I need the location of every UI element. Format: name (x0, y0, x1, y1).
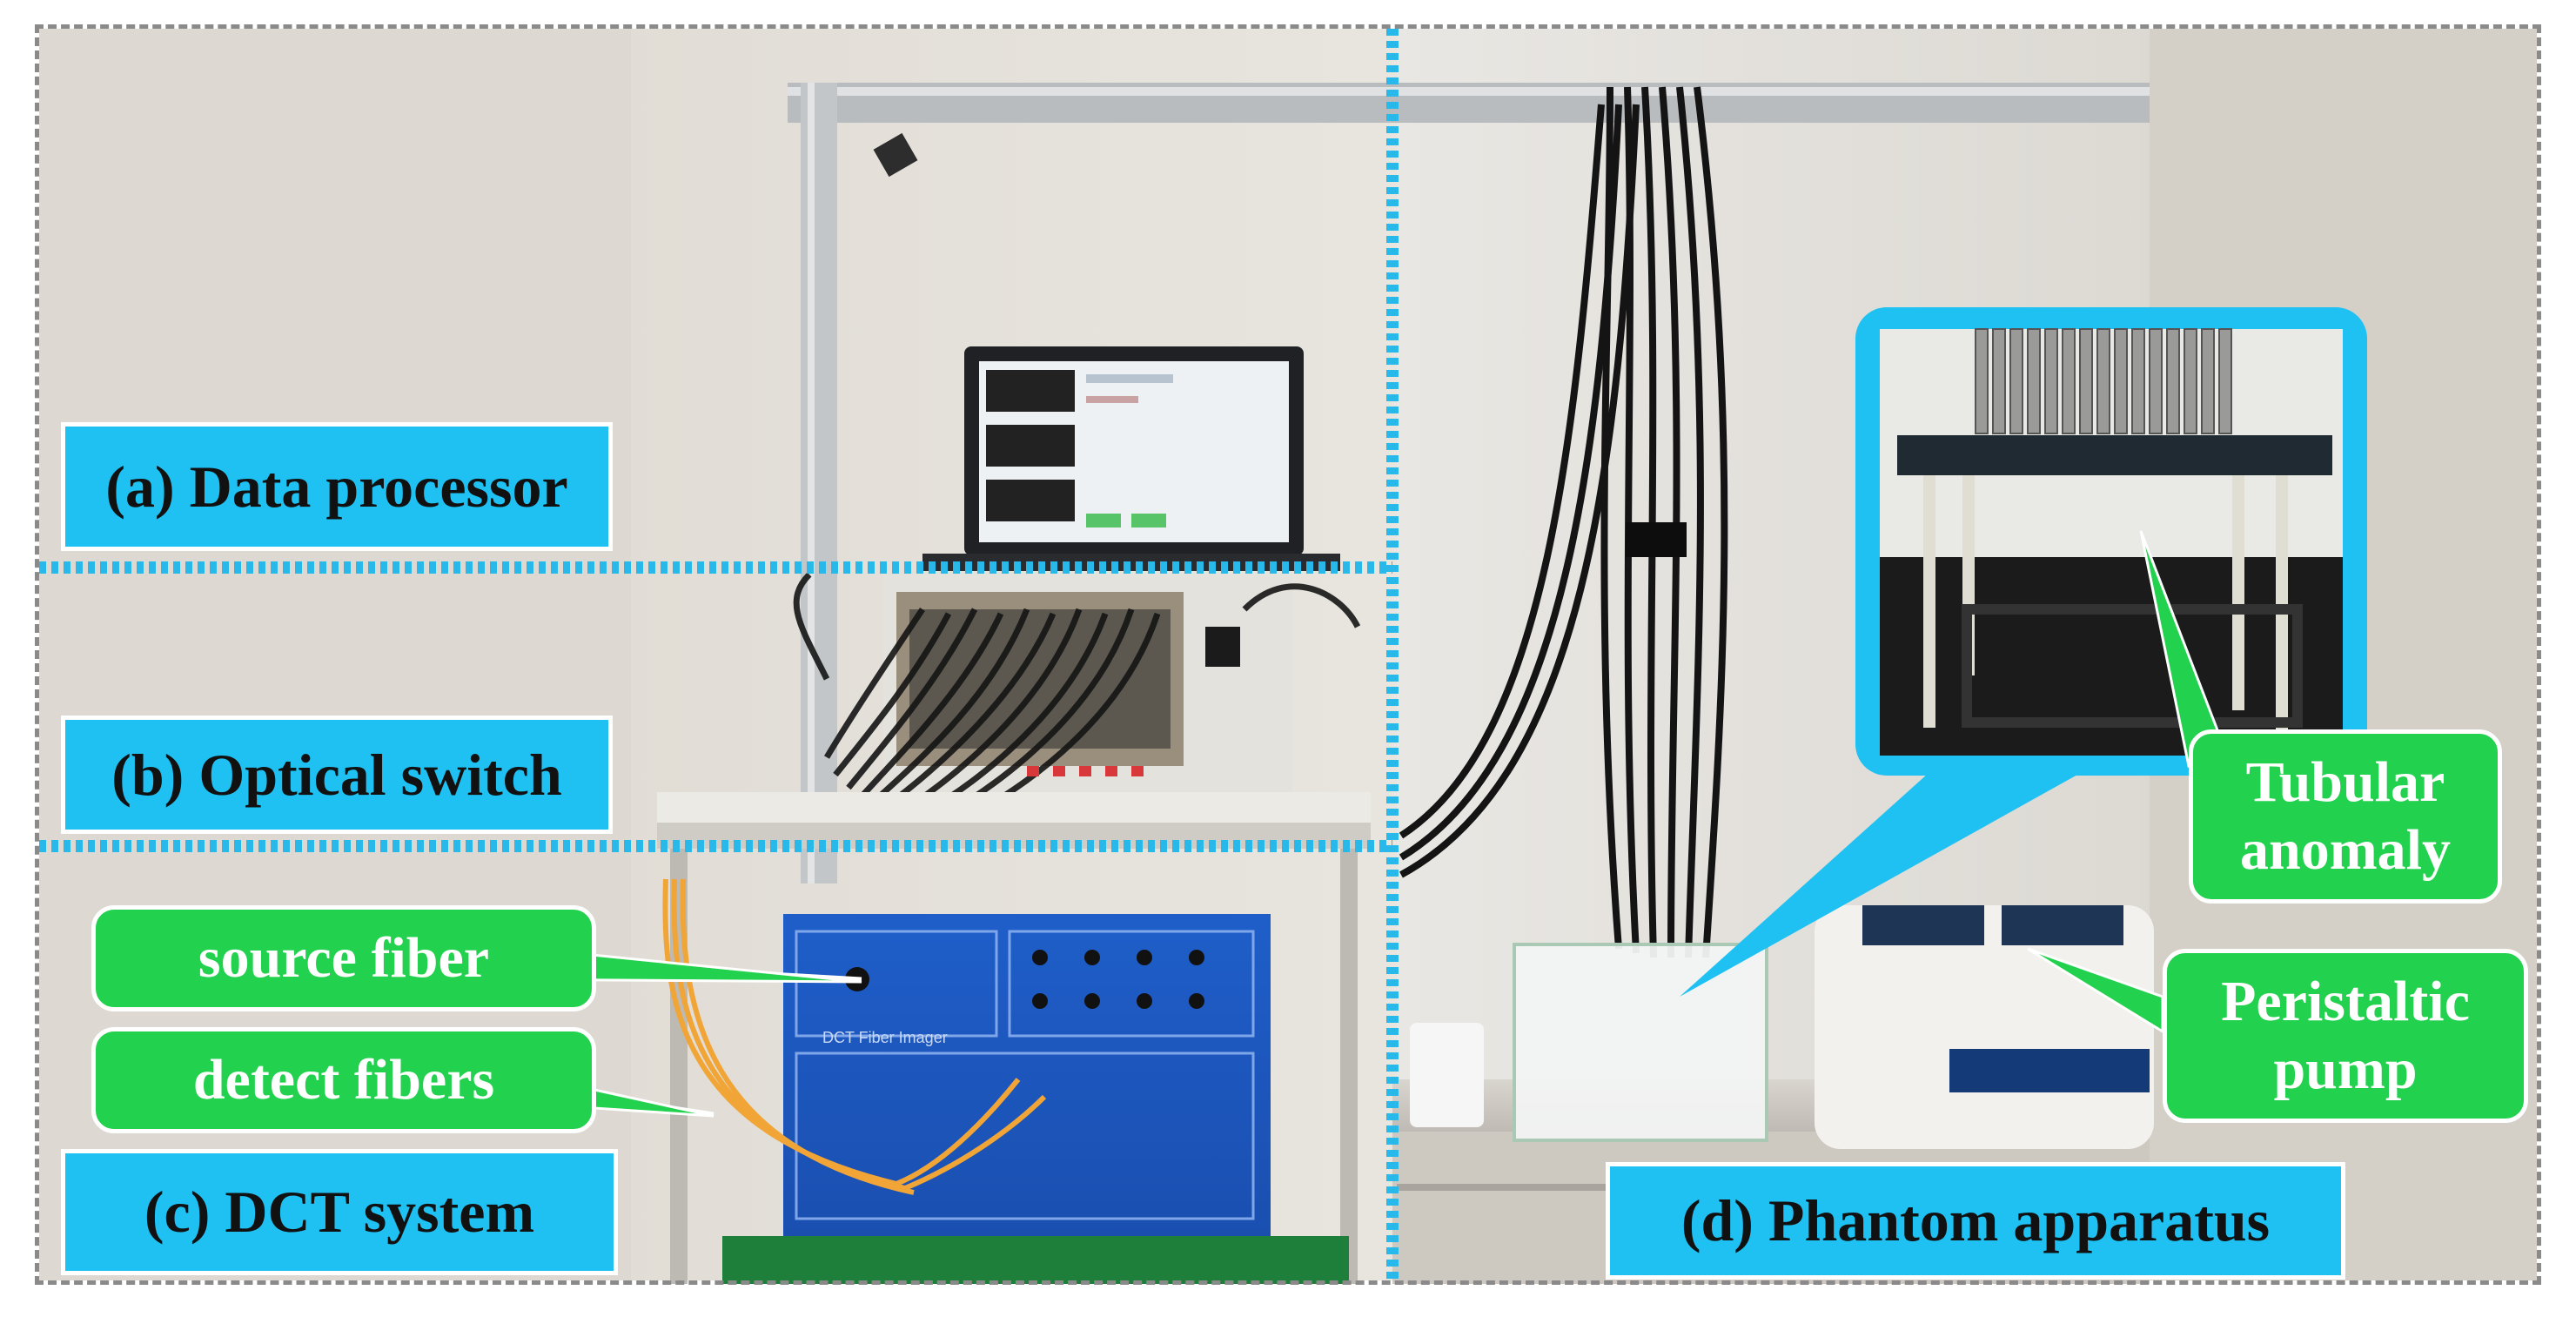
label-data-processor-text: (a) Data processor (105, 453, 568, 520)
dct-system-box (783, 914, 1271, 1236)
callout-tubular-anomaly: Tubular anomaly (2189, 729, 2502, 904)
callout-source-fiber-text: source fiber (198, 926, 490, 991)
label-optical-switch-text: (b) Optical switch (111, 741, 562, 808)
label-phantom-apparatus: (d) Phantom apparatus (1606, 1162, 2345, 1280)
dct-panel-text: DCT Fiber Imager (822, 1029, 948, 1046)
label-optical-switch: (b) Optical switch (61, 716, 613, 834)
callout-detect-fibers: detect fibers (91, 1027, 596, 1133)
beaker (1410, 1023, 1484, 1127)
callout-peristaltic-pump: Peristaltic pump (2163, 949, 2528, 1123)
label-dct-system: (c) DCT system (61, 1149, 618, 1275)
detect-fiber-bundle (662, 878, 1047, 1195)
label-phantom-apparatus-text: (d) Phantom apparatus (1680, 1187, 2271, 1253)
figure-border (35, 24, 2541, 1285)
section-dividers (39, 29, 1399, 1280)
callout-tubular-anomaly-line1: Tubular (2245, 750, 2445, 815)
callout-peristaltic-pump-line1: Peristaltic (2221, 970, 2470, 1034)
inset-pointer (1680, 766, 2093, 997)
callout-tubular-anomaly-line2: anomaly (2239, 818, 2452, 882)
callout-detect-fibers-text: detect fibers (192, 1048, 495, 1112)
callout-source-fiber: source fiber (91, 905, 596, 1011)
label-data-processor: (a) Data processor (61, 422, 613, 551)
phantom-tank (1514, 944, 1767, 1140)
callout-peristaltic-pump-line2: pump (2273, 1038, 2418, 1101)
shelf (657, 792, 1371, 827)
label-dct-system-text: (c) DCT system (144, 1179, 535, 1245)
